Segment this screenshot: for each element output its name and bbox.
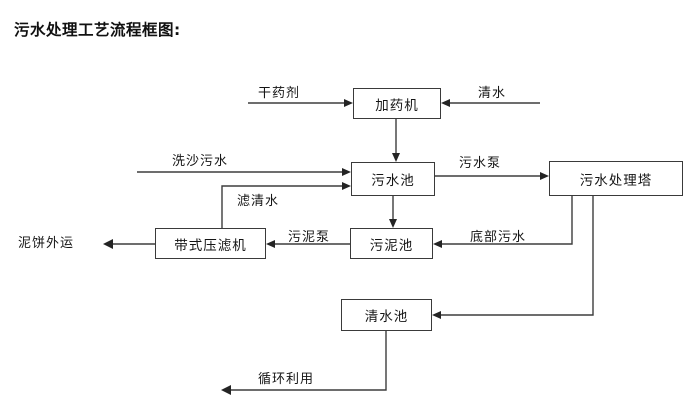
edge-label-mud-cake-out: 泥饼外运	[18, 236, 75, 251]
edge-bottom-sewage-to-sludge-pool	[441, 196, 573, 245]
edge-label-sewage-pump: 污水泵	[459, 156, 502, 171]
arrowhead-sewage-pump	[540, 172, 549, 180]
page-title: 污水处理工艺流程框图:	[14, 21, 181, 39]
arrowhead-wastewater-down	[389, 219, 397, 228]
arrowhead-dry-chemical	[344, 99, 353, 107]
arrowhead-tower-to-clearwater	[432, 311, 441, 319]
node-clear-water-pool[interactable]: 清水池	[341, 299, 432, 331]
arrowhead-mudcake	[103, 239, 113, 249]
node-wastewater-pool[interactable]: 污水池	[351, 162, 435, 196]
arrowhead-recycle	[221, 385, 231, 395]
arrowhead-filtered-water	[342, 182, 351, 190]
arrowhead-bottom-sewage	[433, 240, 442, 248]
edge-label-dry-chemical: 干药剂	[258, 86, 301, 101]
edge-label-sludge-pump: 污泥泵	[288, 230, 331, 245]
edge-label-clean-water: 清水	[478, 86, 507, 101]
arrowhead-sludge-pump	[266, 240, 275, 248]
edge-label-bottom-sewage: 底部污水	[470, 230, 527, 245]
edge-tower-to-clear-water-pool	[440, 196, 594, 316]
edge-clearwater-to-recycle	[230, 331, 387, 391]
node-belt-filter-press[interactable]: 带式压滤机	[155, 228, 266, 259]
edge-filtered-water-to-wastewater-pool	[221, 185, 343, 228]
edge-label-filtered-clear-water: 滤清水	[237, 194, 280, 209]
arrowhead-clean-water	[441, 99, 450, 107]
node-treatment-tower[interactable]: 污水处理塔	[549, 161, 683, 196]
node-sludge-pool[interactable]: 污泥池	[350, 228, 433, 259]
node-dosing-machine[interactable]: 加药机	[353, 88, 441, 119]
edge-label-recycle-use: 循环利用	[258, 372, 315, 387]
arrowhead-sandwash	[342, 168, 351, 176]
edge-label-sand-wash-sewage: 洗沙污水	[172, 154, 229, 169]
arrowhead-dosing-down	[392, 153, 400, 162]
